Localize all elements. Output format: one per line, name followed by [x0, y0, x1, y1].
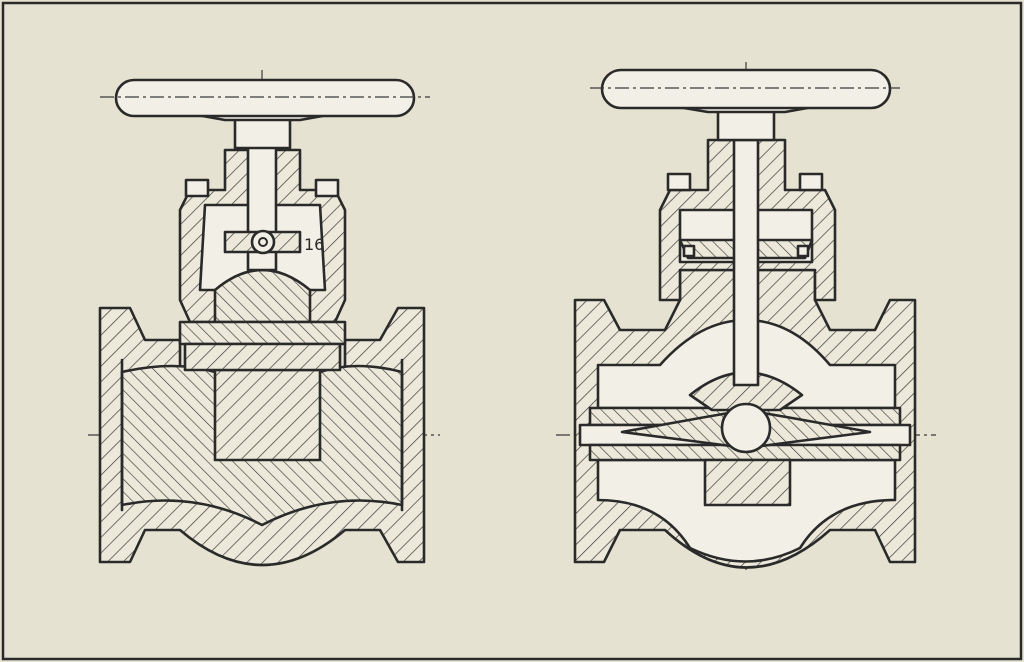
left-flange-faces: [120, 358, 404, 512]
right-lower-plug: [703, 458, 792, 507]
right-valve-view: [556, 62, 936, 570]
right-stem-end: [720, 402, 772, 454]
left-bolt-right: [314, 178, 340, 198]
right-stem: [732, 138, 760, 387]
right-bolt-left: [666, 172, 692, 192]
right-handwheel[interactable]: [600, 68, 892, 110]
left-seat-ring: [183, 342, 342, 372]
right-compressor: [688, 371, 804, 412]
right-bolt-right: [798, 172, 824, 192]
left-handwheel[interactable]: [114, 78, 416, 118]
left-gland-ring: [178, 320, 347, 346]
right-lower-cavity: [596, 458, 897, 563]
right-handwheel-hub: [716, 106, 776, 142]
left-part-label: 16: [304, 235, 324, 254]
left-stem-pin: [250, 229, 276, 255]
left-bolt-left: [184, 178, 210, 198]
left-valve-view: 16: [88, 70, 440, 570]
